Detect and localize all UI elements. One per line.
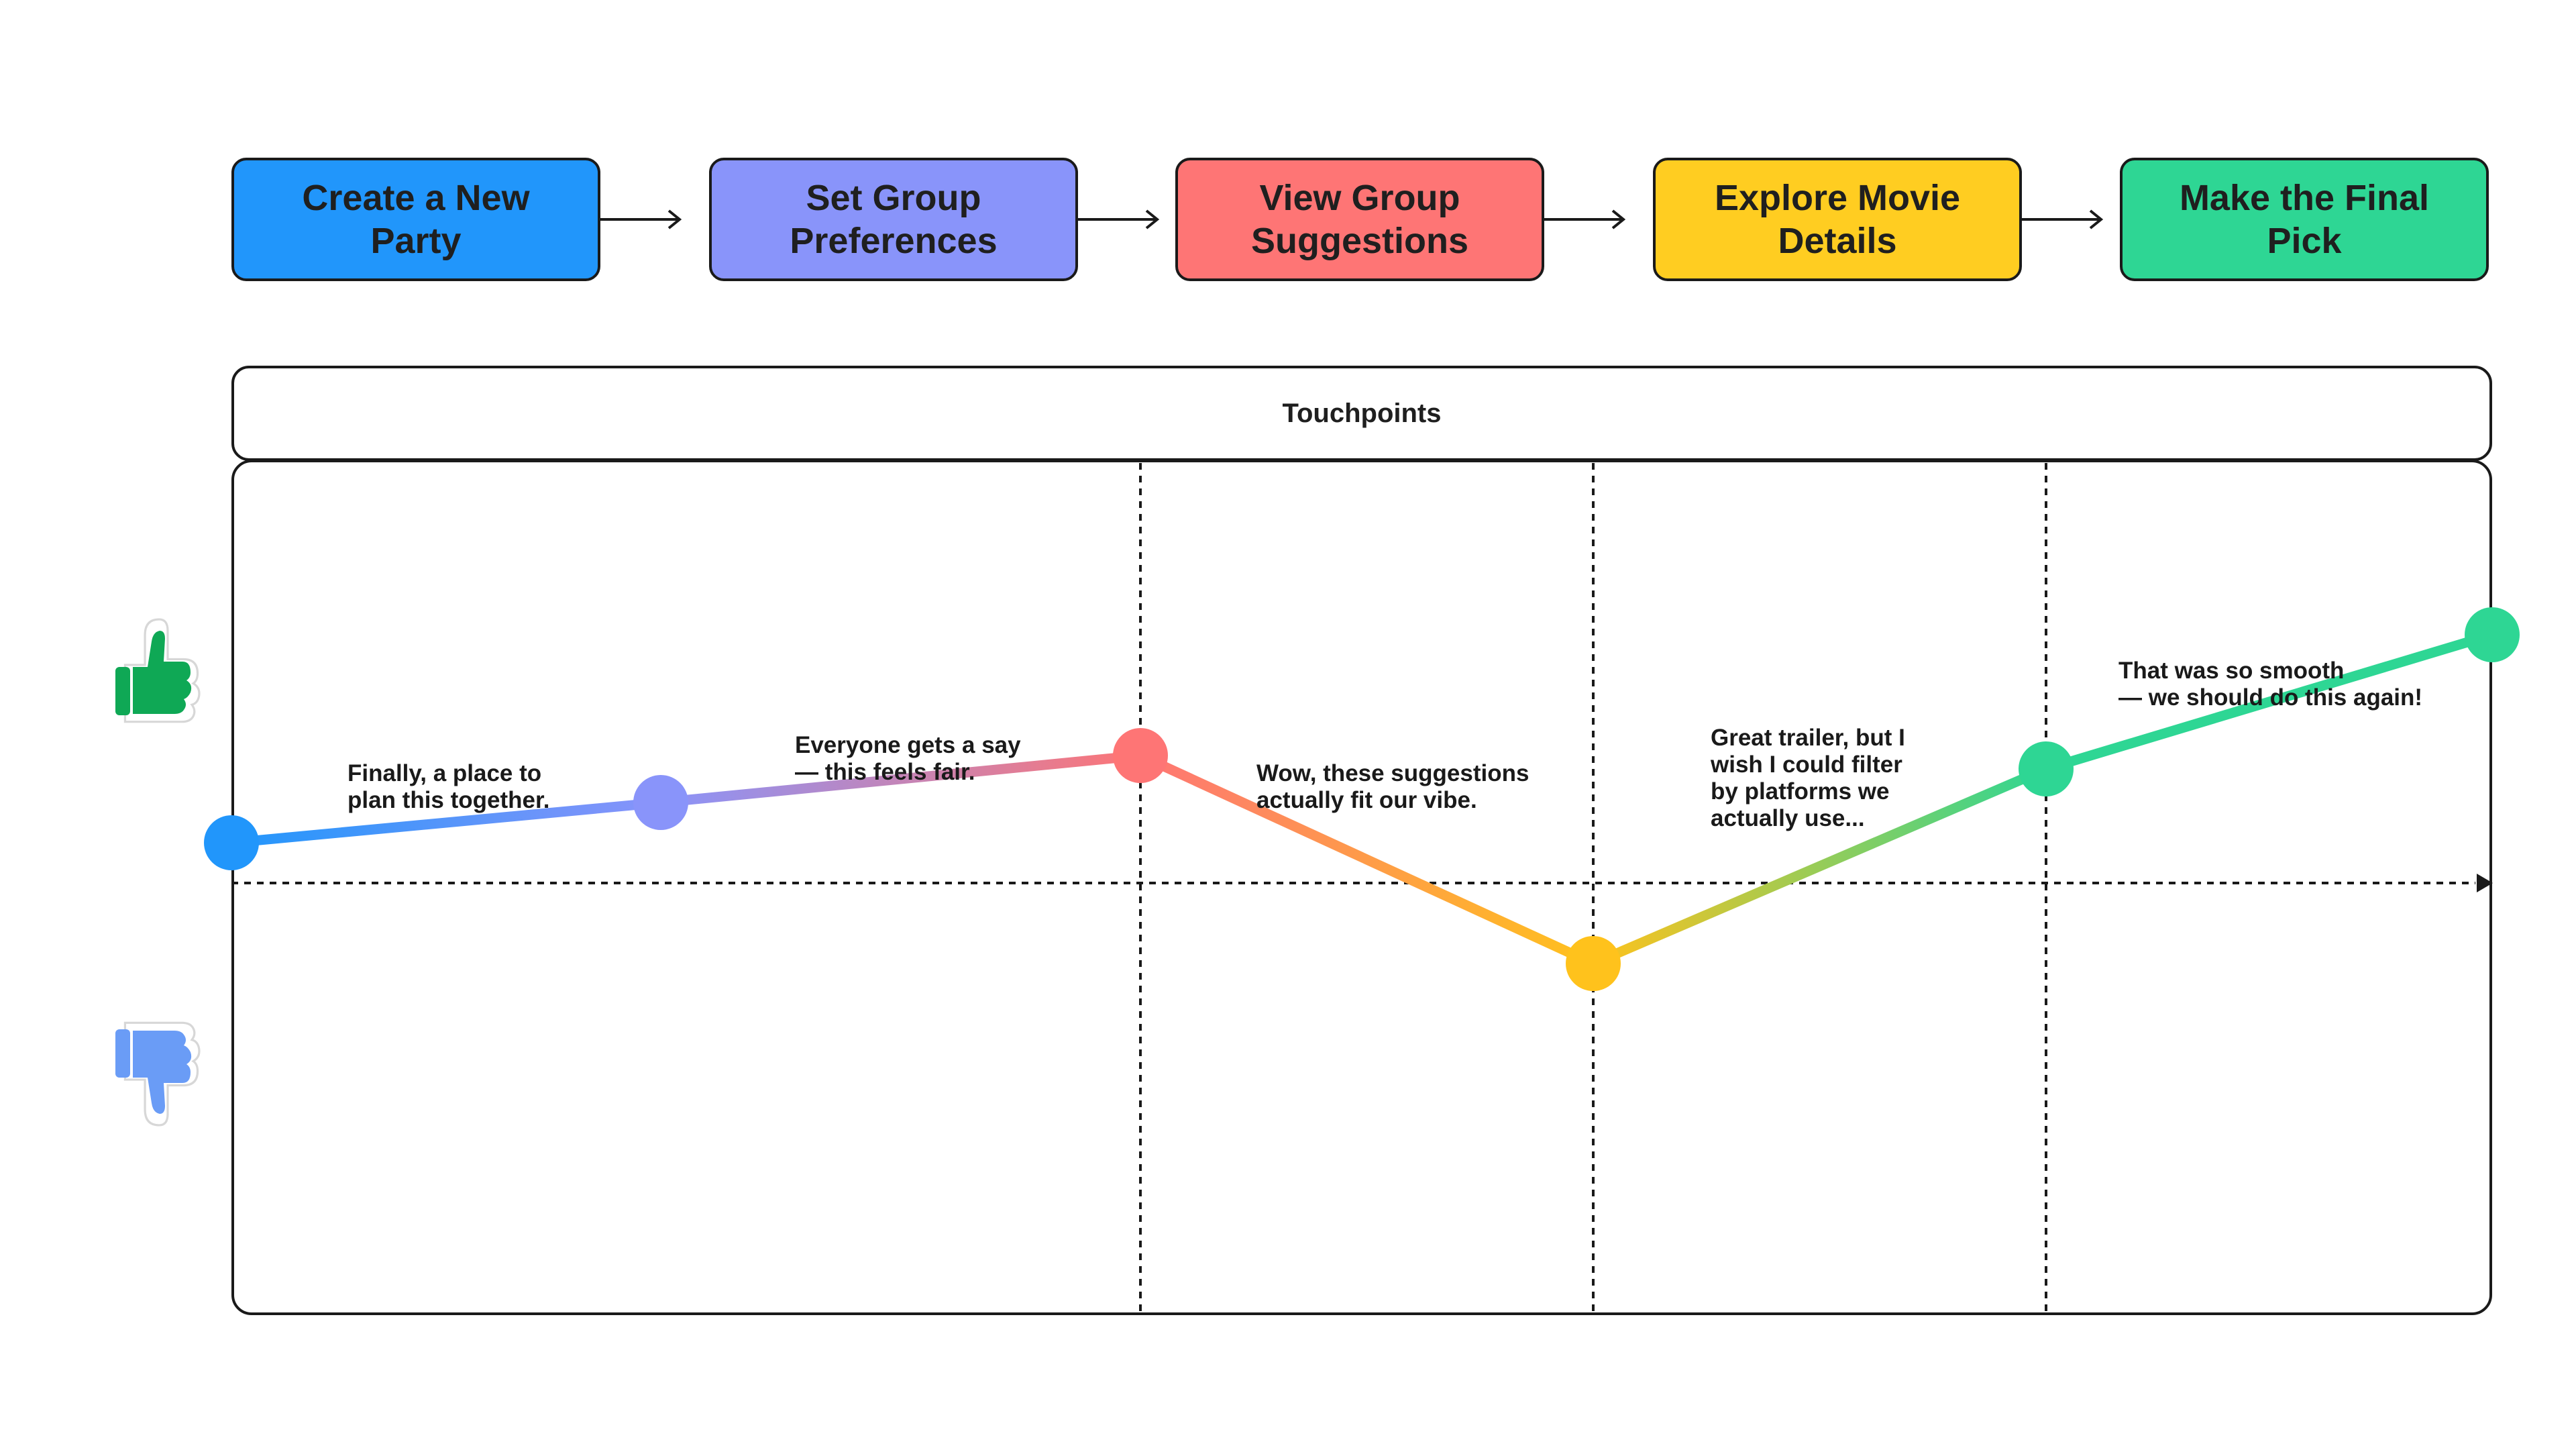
- step-set-preferences[interactable]: Set Group Preferences: [709, 158, 1078, 281]
- arrow-right-icon: [1078, 209, 1160, 229]
- sentiment-segment-4: [1588, 764, 2051, 969]
- thumbs-down-icon: [115, 1021, 201, 1127]
- sentiment-segment-2: [655, 750, 1146, 808]
- quote-create-party: Finally, a place to plan this together.: [347, 760, 550, 813]
- arrow-right-icon: [600, 209, 682, 229]
- sentiment-segment-5: [2041, 629, 2498, 774]
- arrow-right-icon: [2022, 209, 2104, 229]
- touchpoints-label: Touchpoints: [1282, 398, 1442, 428]
- sentiment-point-4: [1566, 936, 1621, 991]
- quote-set-preferences: Everyone gets a say — this feels fair.: [795, 732, 1021, 785]
- baseline-arrow-icon: [2477, 874, 2493, 892]
- journey-chart-frame: [231, 460, 2492, 1315]
- sentiment-line: [226, 629, 2498, 969]
- quote-view-suggestions: Wow, these suggestions actually fit our …: [1256, 760, 1529, 813]
- thumbs-up-icon: [115, 618, 201, 723]
- quote-explore-details: Great trailer, but I wish I could filter…: [1711, 725, 1905, 831]
- sentiment-point-1: [204, 815, 259, 870]
- sentiment-segment-1: [226, 797, 666, 848]
- sentiment-point-3: [1113, 728, 1168, 783]
- step-explore-details[interactable]: Explore Movie Details: [1653, 158, 2022, 281]
- step-final-pick[interactable]: Make the Final Pick: [2120, 158, 2489, 281]
- arrow-right-icon: [1544, 209, 1626, 229]
- quote-final-pick: That was so smooth — we should do this a…: [2118, 658, 2423, 711]
- step-view-suggestions[interactable]: View Group Suggestions: [1175, 158, 1544, 281]
- step-create-party[interactable]: Create a New Party: [231, 158, 600, 281]
- neutral-baseline: [231, 874, 2493, 892]
- sentiment-point-6: [2465, 607, 2520, 662]
- sentiment-point-2: [633, 775, 688, 830]
- sentiment-point-5: [2019, 741, 2074, 796]
- stage-dividers: [1139, 463, 2047, 1314]
- sentiment-points: [204, 607, 2520, 991]
- sentiment-segment-3: [1135, 750, 1599, 969]
